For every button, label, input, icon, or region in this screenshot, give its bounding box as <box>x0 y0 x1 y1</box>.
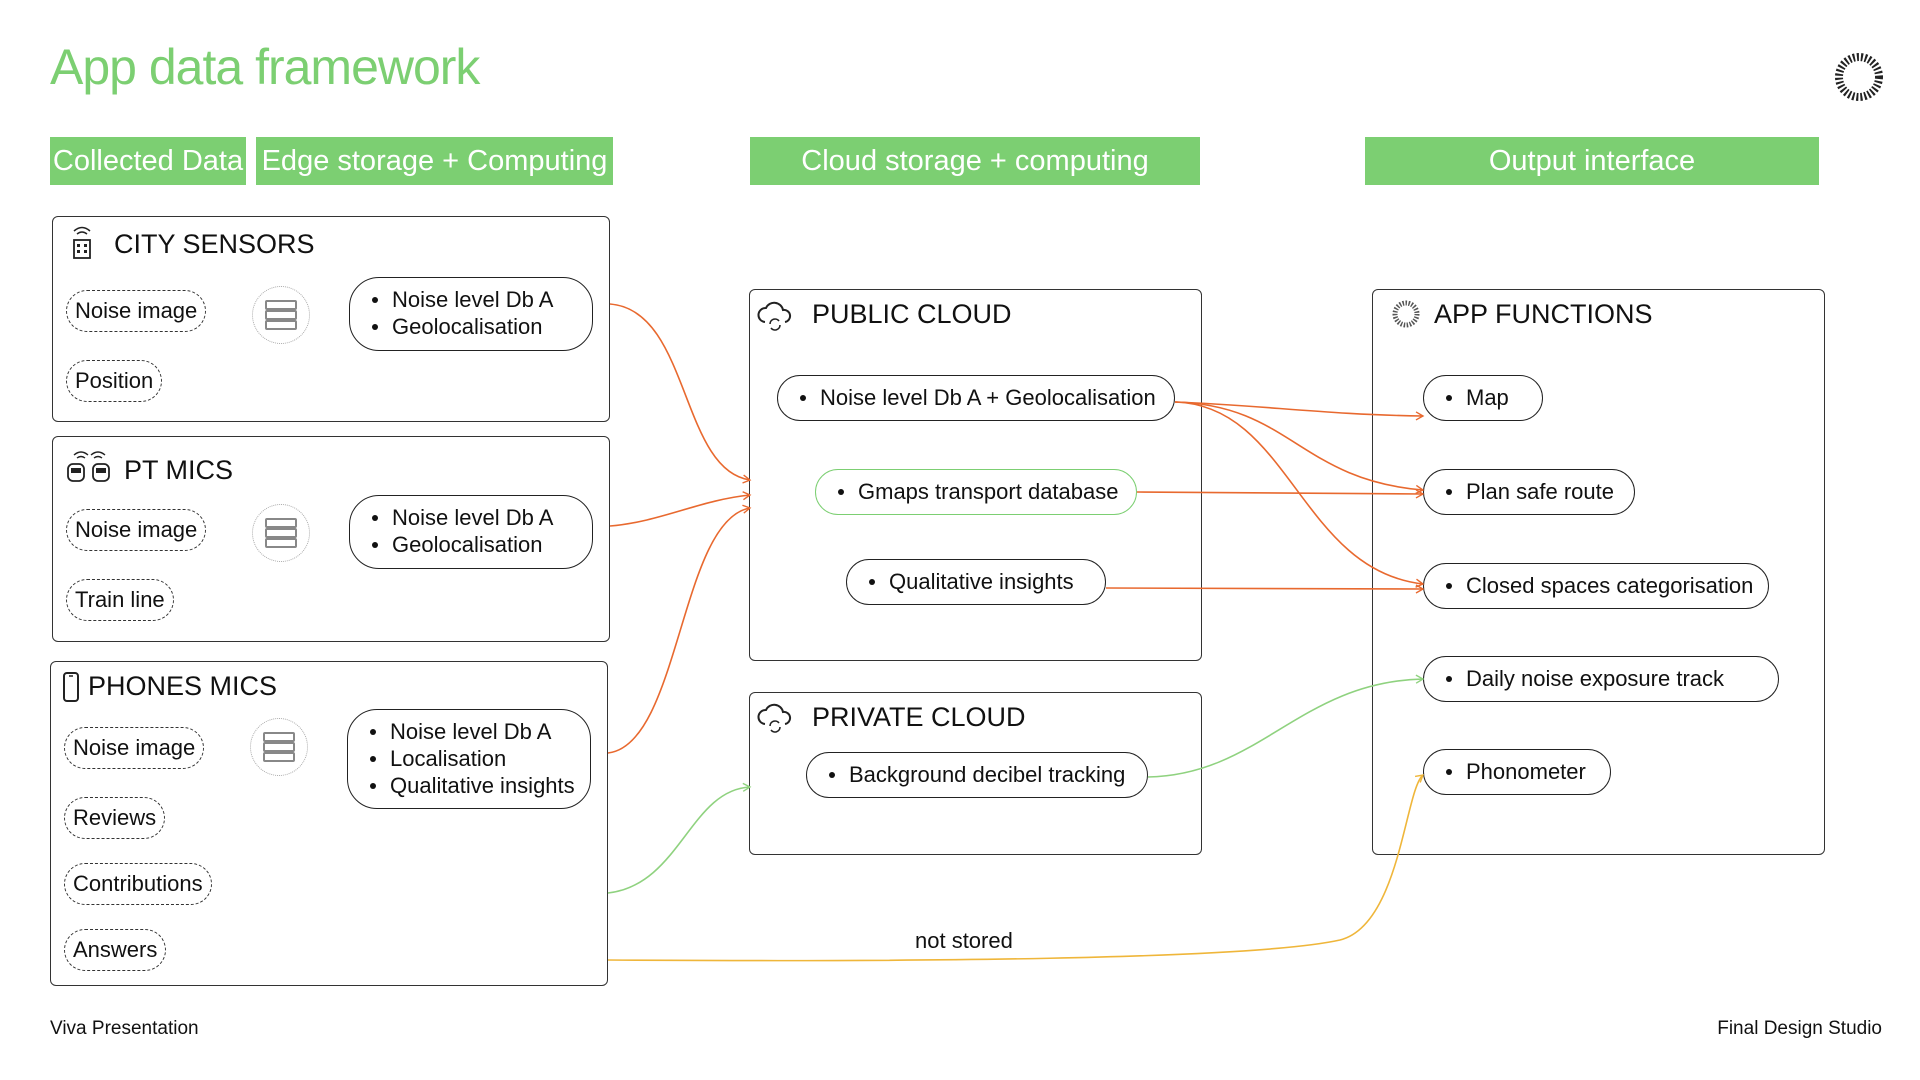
city-chip-position: Position <box>66 360 163 402</box>
pt-chip-noise-image: Noise image <box>66 509 207 551</box>
phones-chip-answers: Answers <box>64 929 167 971</box>
edge-pt-to-public <box>609 491 752 527</box>
public-cloud-item: Noise level Db A + Geolocalisation <box>777 375 1175 421</box>
city-sensor-icon <box>73 226 91 259</box>
header-edge-storage: Edge storage + Computing <box>256 137 613 185</box>
public-cloud-title: PUBLIC CLOUD <box>812 299 1012 329</box>
app-function-daily-noise: Daily noise exposure track <box>1423 656 1779 702</box>
pt-chip-train-line: Train line <box>66 579 174 621</box>
phones-edge-item: Localisation <box>390 745 507 771</box>
edge-background-to-daily <box>1147 674 1425 778</box>
city-chip-noise-image: Noise image <box>66 290 207 332</box>
phones-edge-item: Qualitative insights <box>390 772 575 798</box>
city-sensors-title: CITY SENSORS <box>114 229 315 259</box>
database-icon <box>252 286 310 344</box>
phones-edge-list: Noise level Db A Localisation Qualitativ… <box>347 709 591 809</box>
phone-icon <box>63 672 79 702</box>
header-collected-data: Collected Data <box>50 137 246 185</box>
city-edge-item: Geolocalisation <box>392 313 543 339</box>
app-function-phonometer: Phonometer <box>1423 749 1611 795</box>
pt-edge-item: Noise level Db A <box>392 504 554 530</box>
page-title: App data framework <box>50 39 480 95</box>
phones-chip-contributions: Contributions <box>64 863 212 905</box>
cloud-sync-icon <box>757 301 792 331</box>
train-mic-icon <box>67 451 110 482</box>
database-icon <box>250 718 308 776</box>
cloud-sync-icon <box>757 703 792 733</box>
header-cloud-storage: Cloud storage + computing <box>750 137 1200 185</box>
city-edge-list: Noise level Db A Geolocalisation <box>349 277 593 351</box>
edge-noise-to-closed <box>1174 401 1425 588</box>
footer-right: Final Design Studio <box>1717 1018 1882 1039</box>
app-function-map: Map <box>1423 375 1543 421</box>
phones-chip-noise-image: Noise image <box>64 727 205 769</box>
edge-noise-to-route <box>1174 401 1425 495</box>
public-cloud-item: Gmaps transport database <box>815 469 1137 515</box>
phones-mics-title: PHONES MICS <box>88 671 278 701</box>
phones-chip-reviews: Reviews <box>64 797 166 839</box>
app-function-plan-safe-route: Plan safe route <box>1423 469 1635 515</box>
edge-city-to-public <box>609 303 752 484</box>
pt-mics-title: PT MICS <box>124 455 234 485</box>
database-icon <box>252 504 310 562</box>
edge-gmaps-to-route <box>1136 489 1425 499</box>
private-cloud-title: PRIVATE CLOUD <box>812 702 1026 732</box>
app-logo-icon <box>1835 53 1883 101</box>
phones-edge-item: Noise level Db A <box>390 718 552 744</box>
app-logo-icon <box>1392 300 1420 328</box>
edge-label-not-stored: not stored <box>915 928 1013 953</box>
edge-noise-to-map <box>1174 401 1425 421</box>
app-functions-title: APP FUNCTIONS <box>1434 299 1653 329</box>
header-output-interface: Output interface <box>1365 137 1819 185</box>
edge-phones-to-private <box>607 782 752 894</box>
edge-phones-to-public <box>607 504 752 754</box>
footer-left: Viva Presentation <box>50 1018 199 1039</box>
edge-phones-to-phonometer <box>607 774 1425 962</box>
city-edge-item: Noise level Db A <box>392 286 554 312</box>
public-cloud-item: Qualitative insights <box>846 559 1106 605</box>
edge-insights-to-closed <box>1105 584 1425 594</box>
pt-edge-item: Geolocalisation <box>392 531 543 557</box>
private-cloud-item: Background decibel tracking <box>806 752 1148 798</box>
pt-edge-list: Noise level Db A Geolocalisation <box>349 495 593 569</box>
